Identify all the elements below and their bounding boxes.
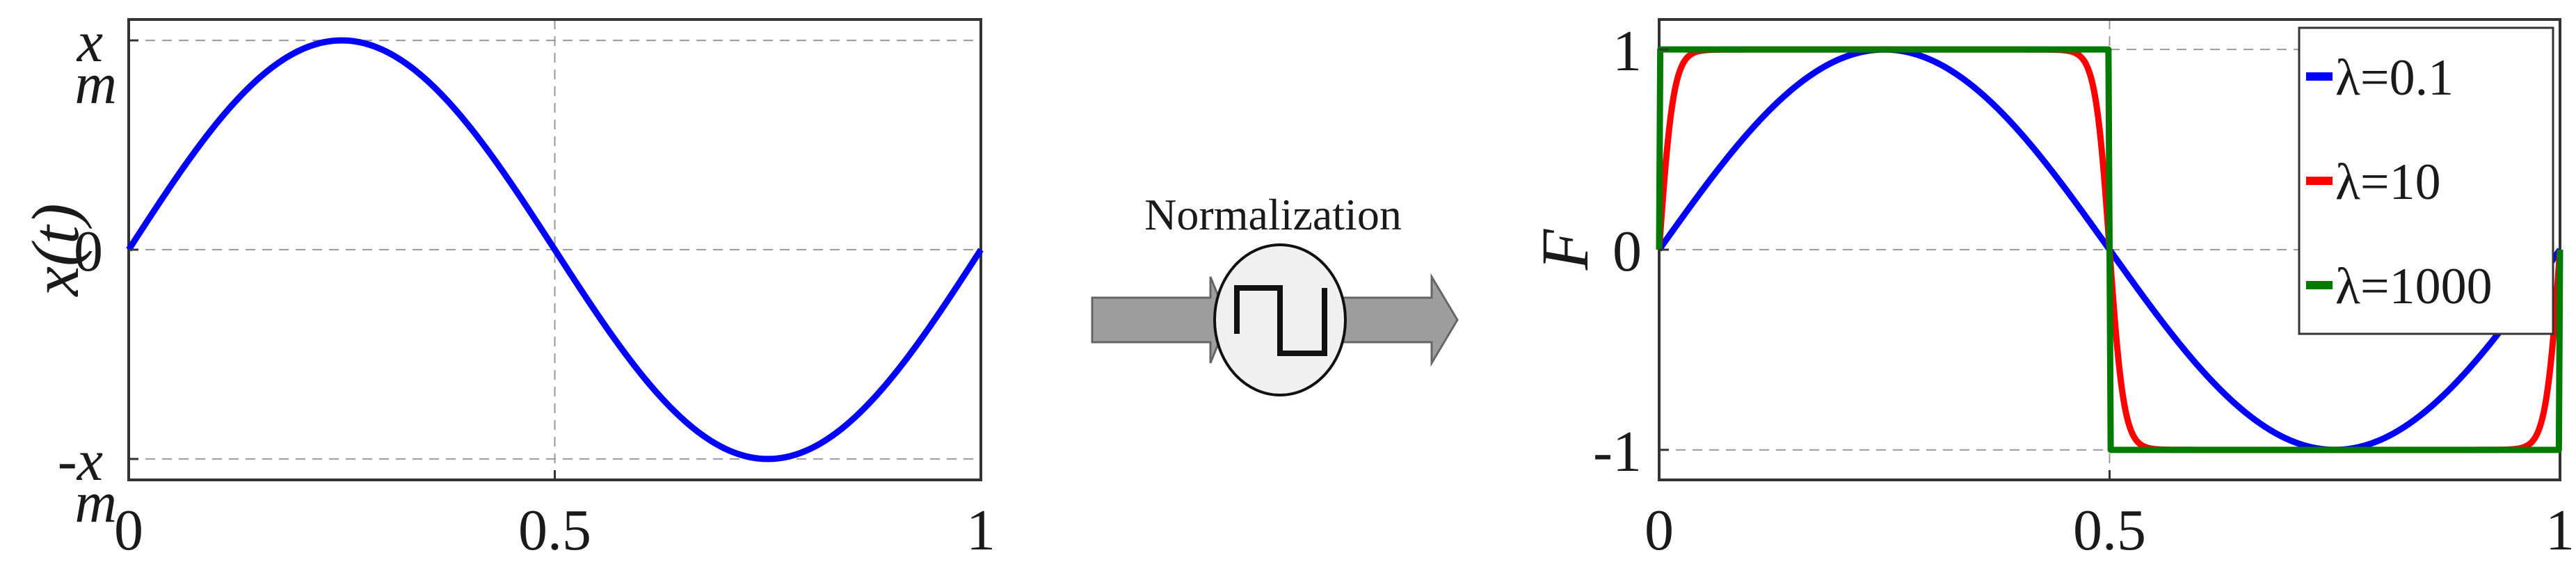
y-tick-label: 1 [1613, 19, 1642, 83]
legend-box [2298, 26, 2554, 335]
right-chart-y-ticks: 1 0 -1 [1593, 19, 1669, 484]
output-arrow [1341, 273, 1459, 367]
legend-label: λ=10 [2335, 154, 2441, 211]
x-tick-label: 1 [2545, 498, 2575, 563]
legend-entry-lambda-0-1: λ=0.1 [2306, 49, 2454, 106]
y-tick-label: 0 [1613, 219, 1642, 284]
input-arrow [1091, 276, 1229, 364]
series-line-lambda-1000 [1656, 46, 2563, 453]
left-chart-y-axis-label: x(t) [18, 203, 93, 297]
y-tick-label: -1 [1593, 419, 1642, 484]
y-tick-label-subscript: m [74, 51, 117, 116]
legend: λ=0.1 λ=10 λ=1000 [2298, 26, 2554, 335]
y-tick-label: x [76, 10, 103, 74]
square-wave-icon [1234, 285, 1327, 356]
legend-entry-lambda-1000: λ=1000 [2306, 258, 2493, 315]
left-chart-y-ticks: xm0-xm [58, 10, 138, 535]
x-tick-label: 0.5 [518, 498, 591, 563]
legend-entry-lambda-10: λ=10 [2306, 154, 2441, 211]
x-tick-label: 0 [1645, 498, 1674, 563]
y-tick-label: -x [58, 428, 103, 493]
normalization-diagram: Normalization [1091, 190, 1459, 396]
series-line-sine [126, 37, 984, 463]
x-tick-label: 1 [966, 498, 995, 563]
legend-label: λ=1000 [2335, 258, 2493, 315]
x-tick-label: 0 [114, 498, 143, 563]
right-chart-y-axis-label: F [1528, 228, 1602, 271]
normalization-label: Normalization [1144, 190, 1402, 239]
legend-label: λ=0.1 [2335, 49, 2454, 106]
y-tick-label-subscript: m [74, 470, 117, 535]
y-tick-label: 0 [74, 219, 103, 284]
x-tick-label: 0.5 [2073, 498, 2146, 563]
